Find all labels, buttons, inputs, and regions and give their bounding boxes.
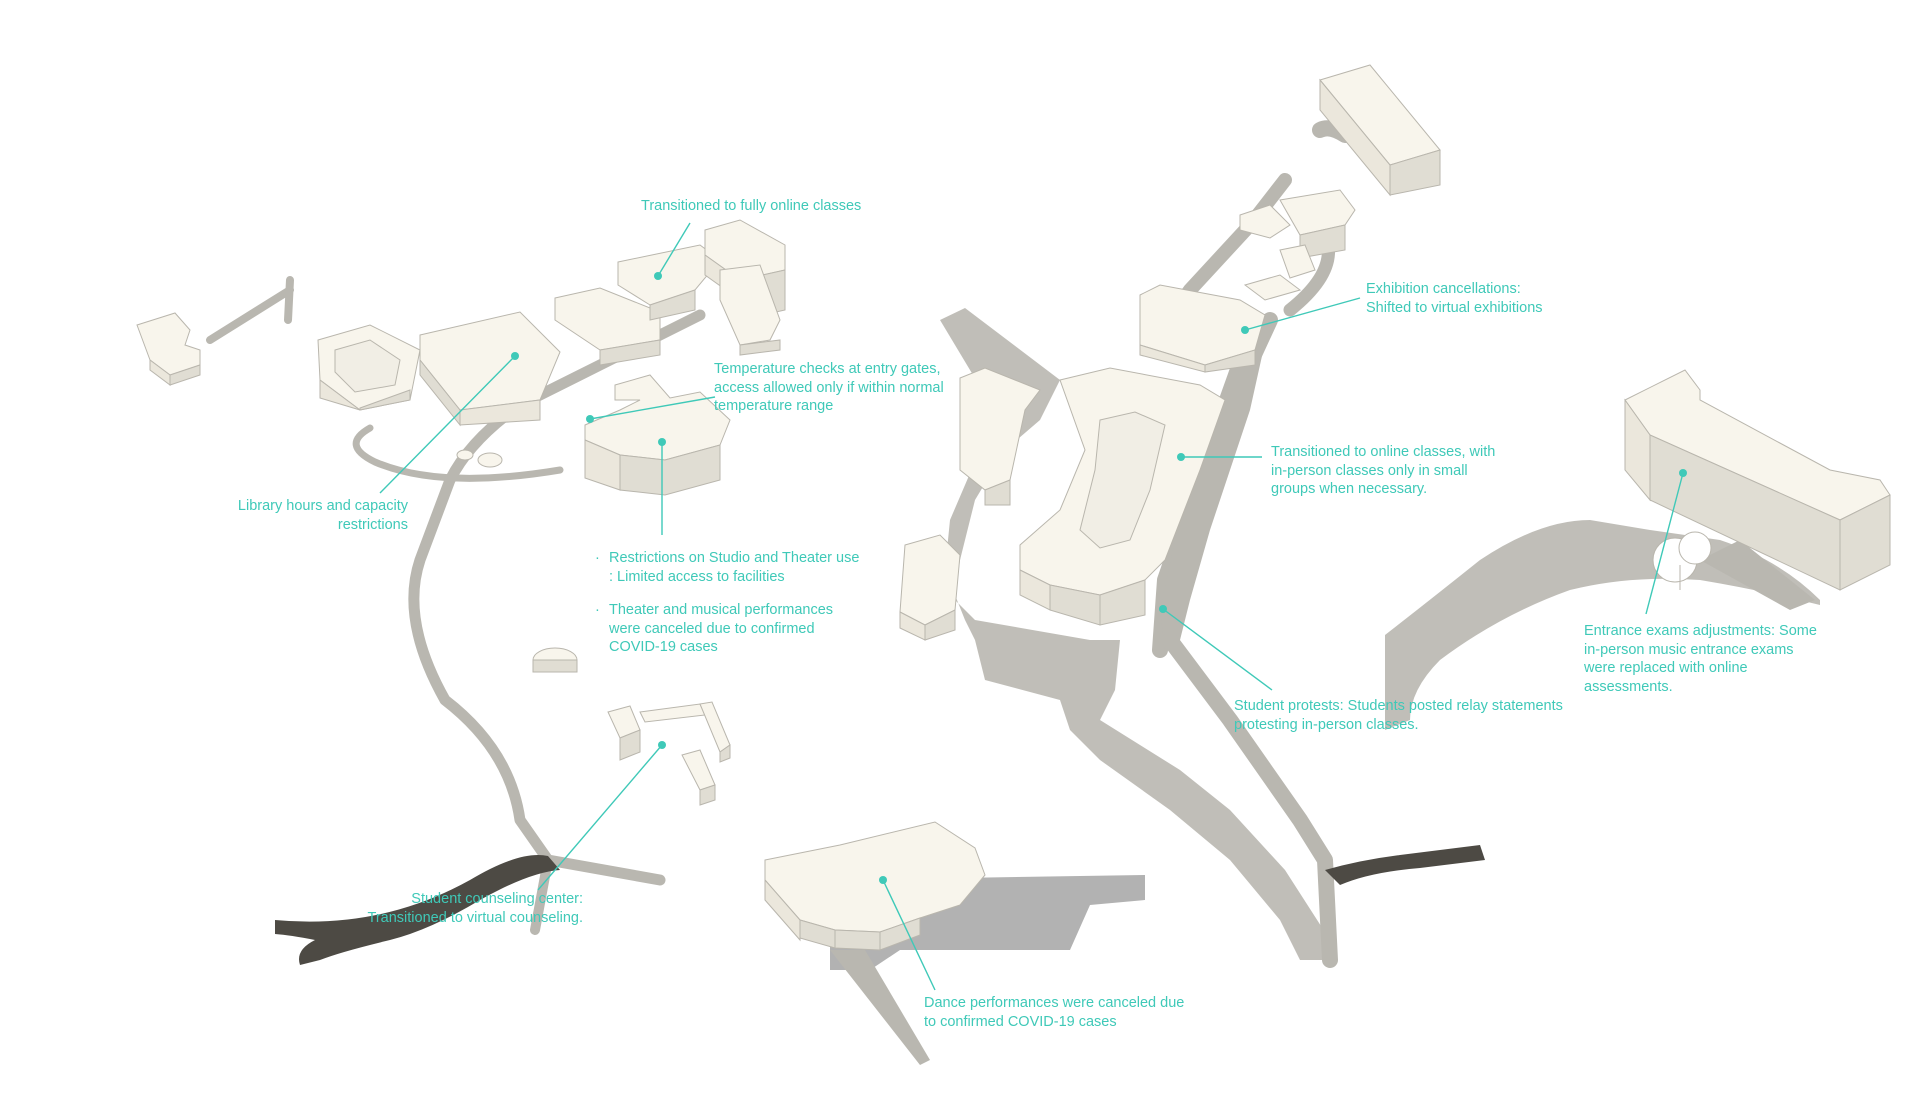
leader-online-classes — [657, 222, 691, 277]
leader-counseling — [537, 744, 663, 891]
label-small-groups: Transitioned to online classes, with in-… — [1271, 444, 1496, 497]
bullet-icon: · — [595, 550, 600, 566]
label-temperature-checks: Temperature checks at entry gates, acces… — [714, 361, 944, 414]
leader-protests — [1162, 608, 1273, 691]
label-exhibition-cancellations: Exhibition cancellations: Shifted to vir… — [1366, 281, 1543, 316]
label-counseling-center: Student counseling center: Transitioned … — [367, 891, 583, 926]
leader-lines — [379, 222, 1687, 991]
marker-entrance-exams — [1679, 469, 1687, 477]
leader-exhibition — [1244, 297, 1361, 331]
buildings — [136, 64, 1891, 951]
marker-protests — [1159, 605, 1167, 613]
paths — [206, 120, 1820, 1065]
marker-studio — [658, 438, 666, 446]
label-dance-canceled: Dance performances were canceled due to … — [924, 995, 1185, 1030]
leader-temperature — [589, 396, 716, 420]
marker-counseling — [658, 741, 666, 749]
marker-online-classes — [654, 272, 662, 280]
marker-small-groups — [1177, 453, 1185, 461]
label-student-protests: Student protests: Students posted relay … — [1234, 698, 1563, 733]
marker-dance — [879, 876, 887, 884]
marker-library — [511, 352, 519, 360]
marker-exhibition — [1241, 326, 1249, 334]
label-library-restrictions: Library hours and capacity restrictions — [237, 498, 408, 533]
leader-dance — [882, 879, 936, 991]
marker-temperature — [586, 415, 594, 423]
label-online-classes: Transitioned to fully online classes — [641, 198, 862, 214]
leader-entrance-exams — [1645, 472, 1684, 615]
bullet-icon: · — [595, 602, 600, 618]
label-studio-restrictions: · Restrictions on Studio and Theater use… — [595, 550, 860, 585]
label-theater-canceled: · Theater and musical performances were … — [595, 602, 834, 655]
leader-library — [379, 355, 516, 494]
label-entrance-exams: Entrance exams adjustments: Some in-pers… — [1584, 623, 1817, 695]
